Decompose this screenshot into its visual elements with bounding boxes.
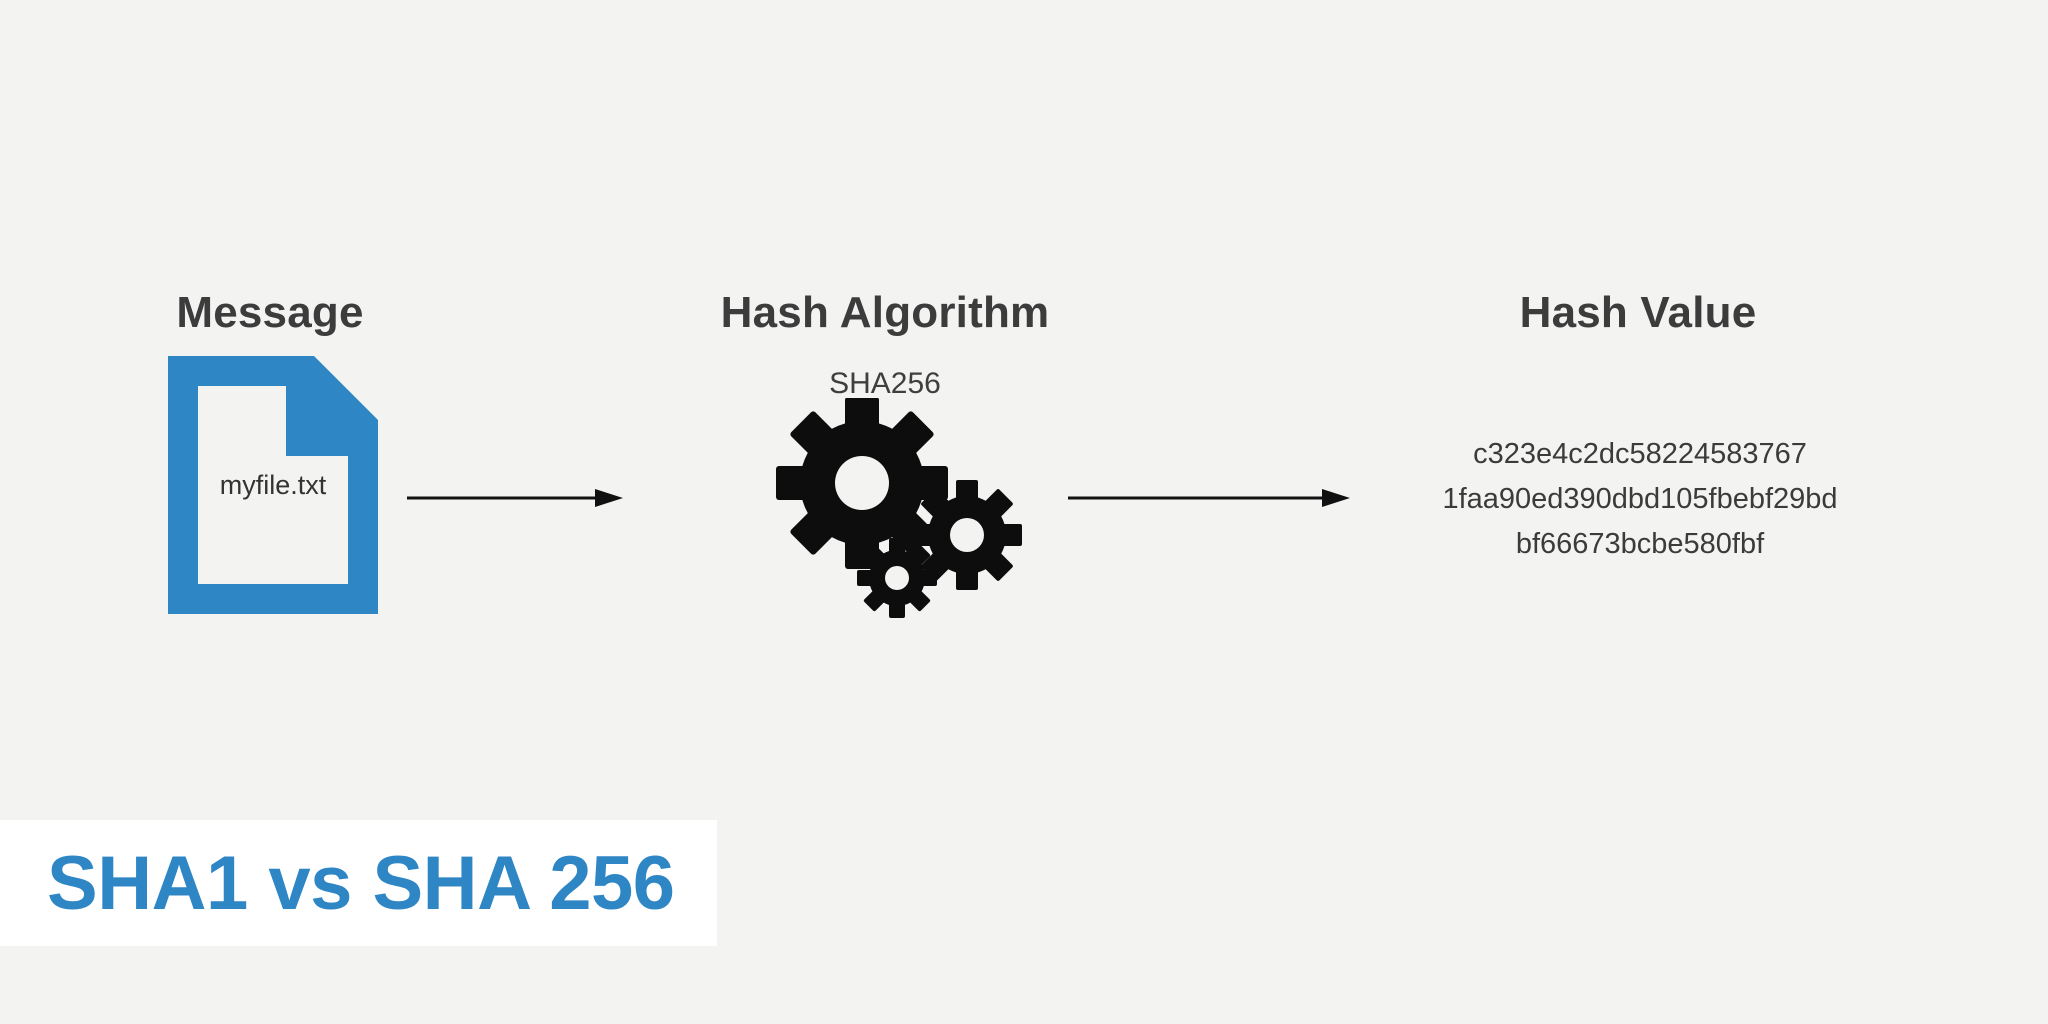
file-document-icon (168, 356, 378, 614)
gears-icon (752, 398, 1052, 628)
banner-title: SHA1 vs SHA 256 (47, 840, 675, 926)
column-heading-message: Message (176, 288, 364, 337)
hash-algorithm-name-label: SHA256 (829, 367, 941, 400)
hash-value-line-2: 1faa90ed390dbd105fbebf29bd (1442, 483, 1838, 515)
file-name-label: myfile.txt (219, 470, 327, 500)
arrow-algorithm-to-value (1068, 486, 1350, 510)
column-heading-hash-algorithm: Hash Algorithm (720, 288, 1050, 337)
column-heading-hash-value: Hash Value (1519, 288, 1757, 337)
arrow-message-to-algorithm (407, 486, 623, 510)
hash-value-text: c323e4c2dc58224583767 1faa90ed390dbd105f… (1390, 432, 1890, 567)
hash-value-line-3: bf66673bcbe580fbf (1515, 528, 1765, 560)
title-banner: SHA1 vs SHA 256 (0, 820, 717, 946)
hash-value-line-1: c323e4c2dc58224583767 (1473, 438, 1807, 470)
